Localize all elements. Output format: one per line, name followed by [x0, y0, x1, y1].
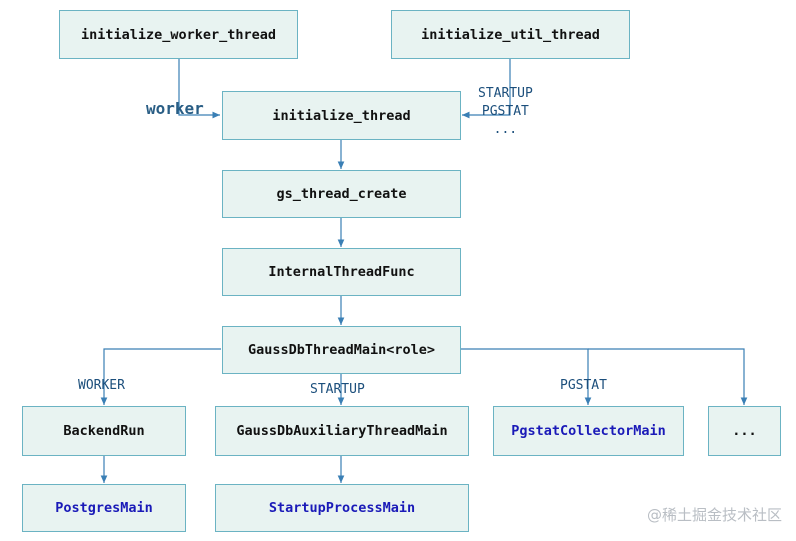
initialize-thread-node: initialize_thread	[222, 91, 461, 140]
worker-label: worker	[146, 99, 204, 118]
more-roles-node: ...	[708, 406, 781, 456]
pgstat-collector-main-node: PgstatCollectorMain	[493, 406, 684, 456]
initialize-worker-thread-node: initialize_worker_thread	[59, 10, 298, 59]
arrow-util-to-init	[462, 59, 511, 119]
initialize-util-thread-node: initialize_util_thread	[391, 10, 630, 59]
branch-pgstat-label: PGSTAT	[560, 378, 607, 393]
util-role-startup: STARTUP	[478, 86, 533, 101]
arrow-worker-to-init	[178, 59, 220, 119]
util-role-pgstat: PGSTAT	[481, 104, 529, 119]
util-role-more: ...	[493, 122, 518, 137]
arrow-main-to-backend	[100, 348, 221, 405]
backend-run-node: BackendRun	[22, 406, 186, 456]
postgres-main-node: PostgresMain	[22, 484, 186, 532]
arrow-main-to-more	[588, 348, 748, 405]
branch-worker-label: WORKER	[78, 378, 125, 393]
arrow-main-to-pgstat	[461, 348, 592, 405]
gaussdb-auxiliary-thread-main-node: GaussDbAuxiliaryThreadMain	[215, 406, 469, 456]
util-roles-label: STARTUP PGSTAT ...	[478, 85, 533, 139]
startup-process-main-node: StartupProcessMain	[215, 484, 469, 532]
internal-thread-func-node: InternalThreadFunc	[222, 248, 461, 296]
watermark: @稀土掘金技术社区	[646, 506, 782, 524]
gaussdb-thread-main-node: GaussDbThreadMain<role>	[222, 326, 461, 374]
branch-startup-label: STARTUP	[310, 382, 365, 397]
gs-thread-create-node: gs_thread_create	[222, 170, 461, 218]
